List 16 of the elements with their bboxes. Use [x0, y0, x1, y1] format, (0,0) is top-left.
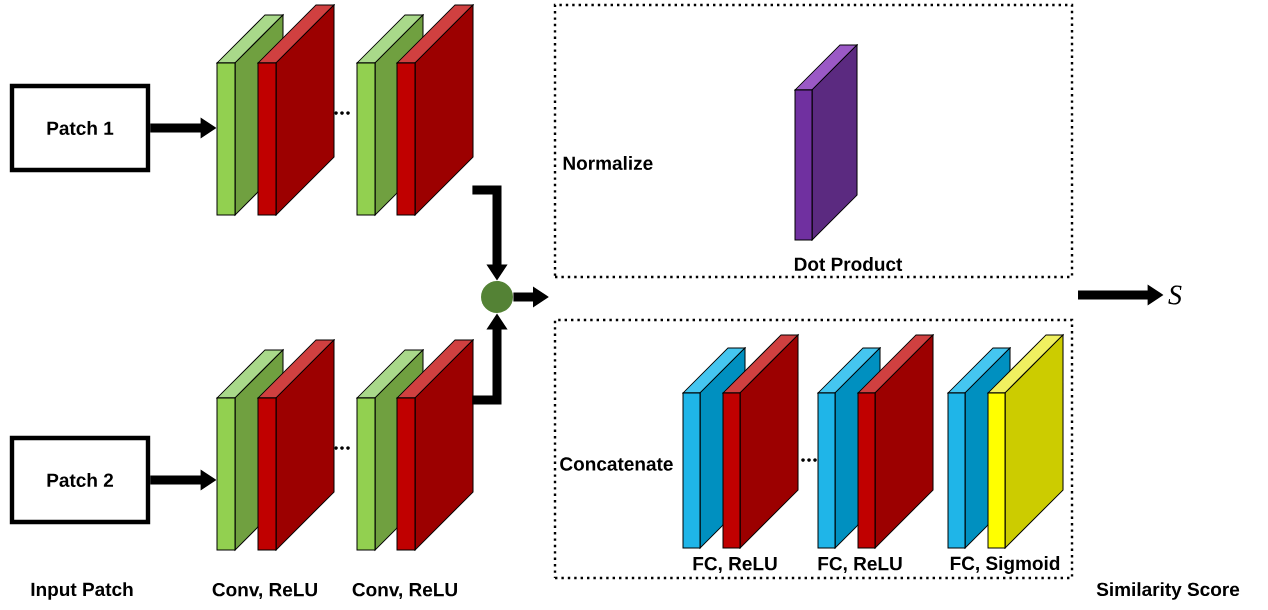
merge-dot	[481, 281, 513, 313]
layer-label: FC, ReLU	[693, 556, 777, 574]
layer-label: Input Patch	[31, 582, 133, 600]
conv-stack-drawing	[216, 339, 474, 551]
frame-label: Normalize	[563, 156, 653, 170]
conv-stack-drawing	[216, 4, 474, 216]
layer-label: Conv, ReLU	[352, 582, 457, 600]
layer-label: Conv, ReLU	[212, 582, 317, 600]
frame-label: Dot Product	[794, 257, 903, 271]
score-symbol: S	[1168, 285, 1182, 305]
patch-box: Patch 1	[9, 83, 151, 173]
layer-label: FC, Sigmoid	[950, 556, 1060, 574]
layer-label: Similarity Score	[1096, 582, 1240, 600]
patch-box: Patch 2	[9, 435, 151, 525]
layer-label: FC, ReLU	[818, 556, 902, 574]
frame-label: Concatenate	[560, 457, 673, 471]
